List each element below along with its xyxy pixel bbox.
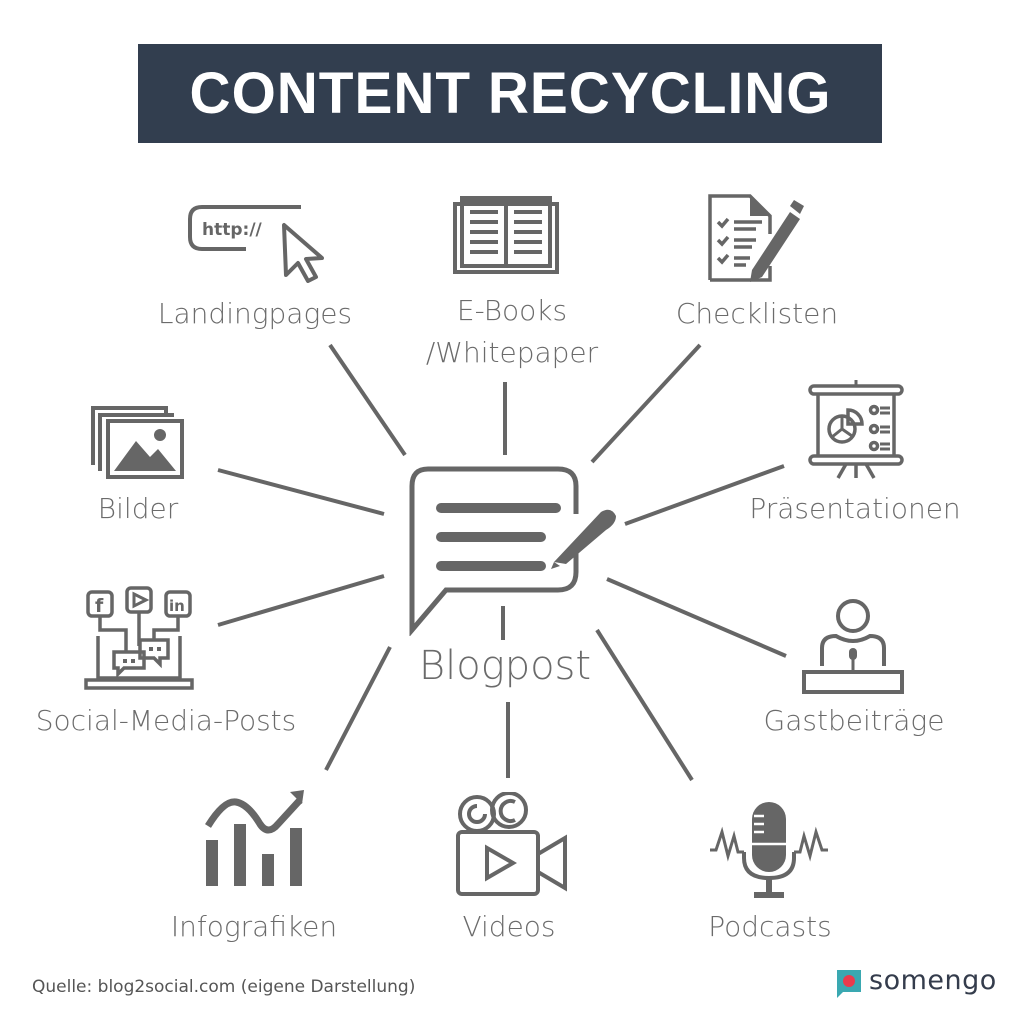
source-caption: Quelle: blog2social.com (eigene Darstell… (32, 977, 416, 997)
item-label-infografiken: Infografiken (170, 910, 338, 943)
microphone-icon (710, 802, 828, 898)
svg-text:f: f (95, 595, 104, 617)
somengo-logo: somengo (837, 965, 997, 998)
social-media-laptop-icon: f in (84, 586, 194, 690)
item-label-ebooks-line1: E-Books (456, 294, 568, 327)
item-label-gastbeitraege: Gastbeiträge (763, 704, 945, 737)
item-label-landingpages: Landingpages (157, 297, 353, 330)
center-label: Blogpost (418, 643, 592, 689)
page-title: CONTENT RECYCLING (189, 61, 831, 126)
speaker-podium-icon (802, 599, 904, 694)
somengo-logo-icon (837, 969, 861, 998)
item-label-videos: Videos (462, 910, 556, 943)
images-icon (91, 406, 184, 479)
checklist-pencil-icon (708, 194, 804, 282)
bar-chart-trend-icon (205, 790, 304, 886)
logo-text: somengo (869, 965, 997, 996)
item-label-social-media-posts: Social-Media-Posts (35, 704, 297, 737)
item-label-ebooks: E-Books /Whitepaper (426, 290, 598, 374)
item-label-praesentationen: Präsentationen (749, 492, 961, 525)
item-label-ebooks-line2: /Whitepaper (425, 336, 599, 369)
svg-text:in: in (169, 597, 185, 615)
presentation-board-icon (808, 380, 904, 479)
item-label-bilder: Bilder (97, 492, 179, 525)
title-banner: CONTENT RECYCLING (138, 44, 882, 143)
http-cursor-icon: http:// (188, 205, 324, 283)
video-camera-icon (456, 792, 567, 896)
svg-text:http://: http:// (202, 220, 263, 240)
blogpost-speech-bubble-pencil-icon (409, 466, 616, 636)
item-label-podcasts: Podcasts (708, 910, 832, 943)
item-label-checklisten: Checklisten (675, 297, 839, 330)
open-book-icon (453, 196, 559, 274)
